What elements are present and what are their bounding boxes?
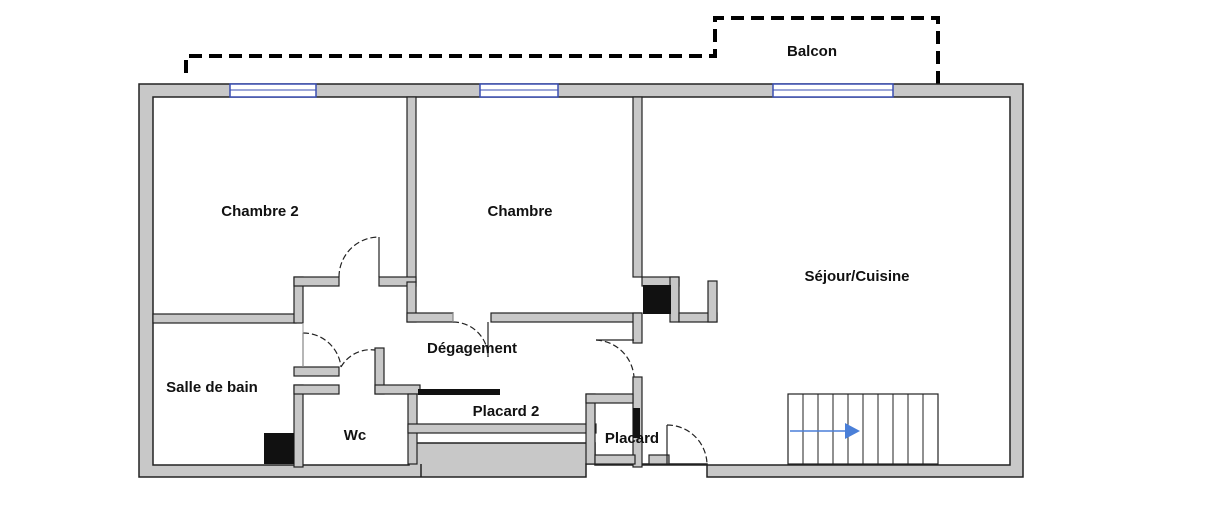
label-placard-2: Placard 2: [473, 403, 540, 420]
label-balcon: Balcon: [787, 43, 837, 60]
label-sejour-cuisine: Séjour/Cuisine: [804, 268, 909, 285]
balcony-outline: [184, 16, 940, 93]
label-degagement: Dégagement: [427, 340, 517, 357]
label-placard: Placard: [605, 430, 659, 447]
staircase: [787, 393, 939, 465]
duct-sejour: [643, 285, 671, 314]
interior-walls: [152, 96, 718, 468]
label-chambre: Chambre: [487, 203, 552, 220]
placard-2-sliding-door: [418, 389, 500, 395]
label-chambre-2: Chambre 2: [221, 203, 299, 220]
duct-salle-de-bain: [264, 433, 294, 464]
door-swings: [302, 236, 708, 465]
label-wc: Wc: [344, 427, 367, 444]
placard-sliding-door: [633, 408, 640, 438]
label-salle-de-bain: Salle de bain: [166, 379, 258, 396]
stair-direction-arrow-icon: [845, 423, 860, 439]
